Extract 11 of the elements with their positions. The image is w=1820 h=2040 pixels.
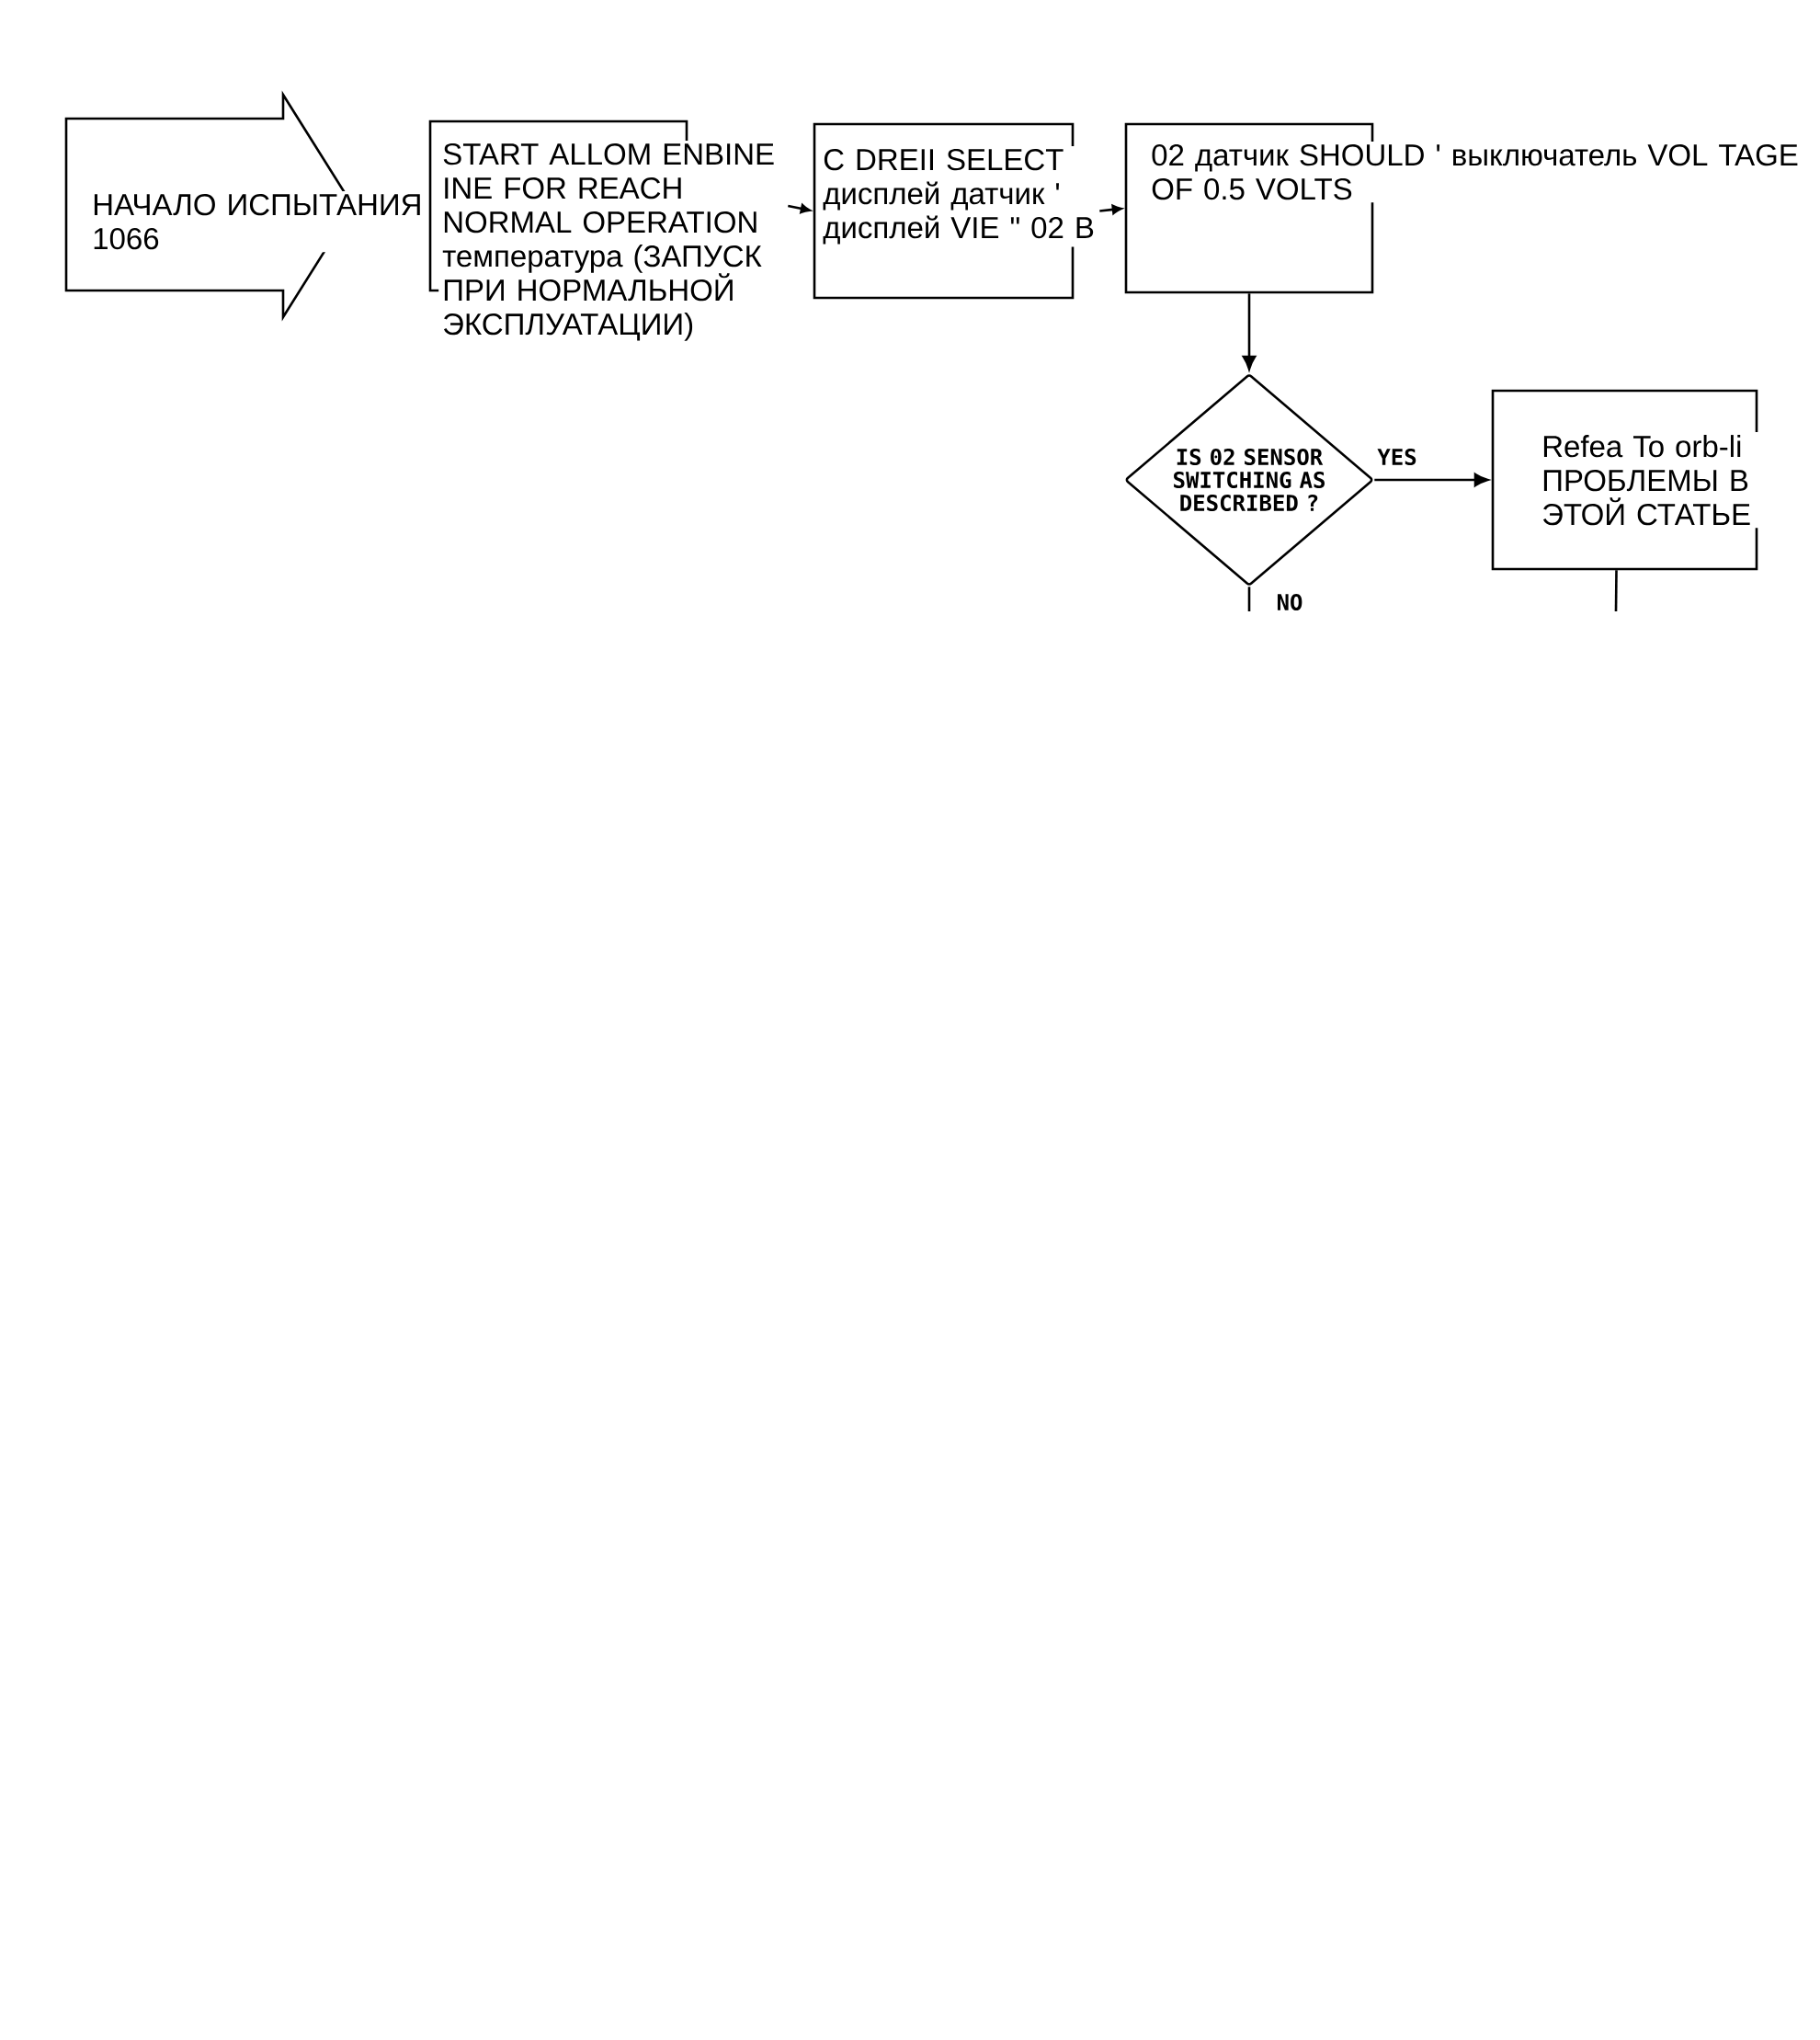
- connector-line: [1247, 587, 1251, 611]
- edge-label: NO: [1274, 591, 1305, 613]
- process-box: C DREII SELECT дисплей датчик ' дисплей VIE " 02 B: [813, 122, 1110, 300]
- node-label: START ALLOM ENBINE INE FOR REACH NORMAL OPERATION температура (ЗАПУСК ПРИ НОРМАЛЬНОЙ ЭКСПЛУАТАЦИИ): [442, 142, 774, 341]
- process-box: 02 датчик SHOULD ' выключатель VOL TAGE OF 0.5 VOLTS: [1124, 122, 1810, 294]
- arrow: [1374, 473, 1489, 487]
- edge-label: YES: [1375, 446, 1419, 468]
- process-box: Refea To orb-li ПРОБЛЕМЫ В ЭТОЙ СТАТЬЕ: [1491, 389, 1787, 571]
- process-box: START ALLOM ENBINE INE FOR REACH NORMAL OPERATION температура (ЗАПУСК ПРИ НОРМАЛЬНОЙ ЭКСПЛУАТАЦИИ): [428, 120, 789, 344]
- arrow: [1242, 293, 1257, 370]
- connector-line: [1614, 570, 1618, 612]
